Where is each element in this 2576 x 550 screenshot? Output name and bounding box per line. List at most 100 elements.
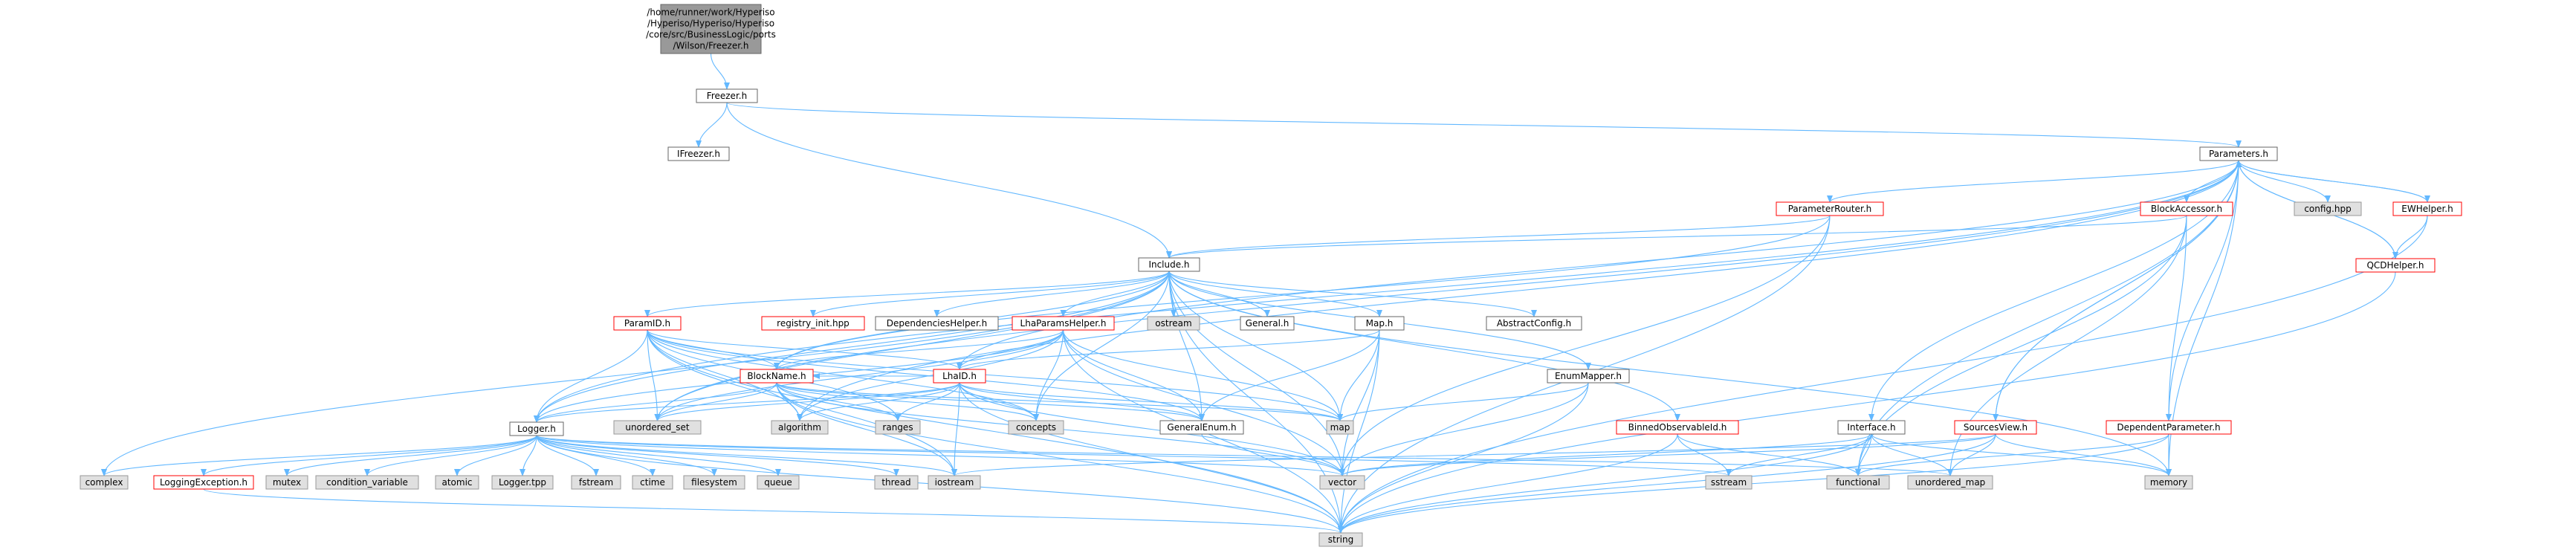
edge-include-to-general — [1168, 271, 1270, 317]
node-root-label: /Hyperiso/Hyperiso/Hyperiso — [647, 19, 774, 29]
edge-logger-to-condition_variable — [364, 435, 537, 476]
edge-include-to-map — [1168, 271, 1343, 421]
node-vector-label: vector — [1328, 477, 1356, 488]
node-loggingexception[interactable]: LoggingException.h — [153, 475, 254, 490]
edge-lhaparamshelper-to-unordered_set — [654, 329, 1064, 421]
edge-interface-to-functional — [1855, 433, 1872, 476]
edge-lhaid-to-algorithm — [797, 382, 960, 421]
edge-paramid-to-lhaid — [647, 329, 962, 370]
node-blockaccessor[interactable]: BlockAccessor.h — [2140, 201, 2233, 216]
node-condition_variable-box — [315, 475, 419, 490]
node-abstractconfig-box — [1486, 316, 1582, 331]
edge-include-to-logger — [534, 271, 1170, 423]
edge-binnedobservableid-to-string — [1338, 433, 1678, 534]
edge-map_h-to-generalenum — [1199, 329, 1380, 421]
node-sourcesview[interactable]: SourcesView.h — [1954, 420, 2037, 435]
node-ewhelper-box — [2392, 201, 2462, 216]
node-ctime-box — [632, 475, 673, 490]
edge-blockname-to-unordered_set — [654, 382, 777, 421]
edge-lhaparamshelper-to-blockname — [774, 329, 1064, 370]
node-freezer-box — [696, 88, 758, 103]
edge-lhaid-to-logger — [534, 382, 960, 423]
node-ifreezer[interactable]: IFreezer.h — [667, 146, 730, 161]
node-dependentparameter[interactable]: DependentParameter.h — [2106, 420, 2232, 435]
node-qcdhelper[interactable]: QCDHelper.h — [2355, 258, 2436, 273]
node-ostream-box — [1147, 316, 1200, 331]
node-loggingexception-box — [153, 475, 254, 490]
node-freezer-label: Freezer.h — [707, 91, 747, 101]
node-dependencieshelper[interactable]: DependenciesHelper.h — [875, 316, 999, 331]
node-registryinit[interactable]: registry_init.hpp — [761, 316, 865, 331]
node-unordered_map-box — [1907, 475, 1993, 490]
node-algorithm-box — [771, 420, 829, 435]
edge-map_h-to-lhaid — [957, 329, 1380, 370]
node-root-label: /home/runner/work/Hyperiso — [647, 7, 774, 18]
node-loggertpp-box — [491, 475, 554, 490]
node-root[interactable]: /home/runner/work/Hyperiso/Hyperiso/Hype… — [646, 4, 776, 54]
node-freezer[interactable]: Freezer.h — [696, 88, 758, 103]
edge-lhaid-to-iostream — [951, 382, 960, 476]
node-qcdhelper-box — [2355, 258, 2436, 273]
edge-logger-to-unordered_map — [536, 435, 1953, 476]
node-unordered_set-box — [613, 420, 702, 435]
node-paramid-label: ParamID.h — [624, 318, 670, 329]
node-map-label: map — [1330, 422, 1350, 433]
node-logger[interactable]: Logger.h — [509, 421, 564, 436]
node-map_h-box — [1354, 316, 1405, 331]
node-confighpp: config.hpp — [2294, 201, 2362, 216]
edge-include-to-string — [1168, 271, 1344, 534]
edge-lhaparamshelper-to-concepts — [1033, 329, 1064, 421]
node-blockaccessor-box — [2140, 201, 2233, 216]
node-abstractconfig[interactable]: AbstractConfig.h — [1486, 316, 1582, 331]
node-lhaparamshelper[interactable]: LhaParamsHelper.h — [1012, 316, 1115, 331]
node-map-box — [1326, 420, 1354, 435]
node-string-box — [1318, 532, 1363, 547]
edge-dependentparameter-to-string — [1338, 433, 2169, 534]
node-include[interactable]: Include.h — [1138, 257, 1200, 272]
edge-sourcesview-to-vector — [1339, 433, 1996, 476]
node-ewhelper[interactable]: EWHelper.h — [2392, 201, 2462, 216]
node-filesystem-box — [683, 475, 745, 490]
node-ranges: ranges — [875, 420, 921, 435]
node-binnedobservableid-label: BinnedObservableId.h — [1628, 422, 1727, 433]
node-ctime-label: ctime — [640, 477, 665, 488]
node-parameters[interactable]: Parameters.h — [2199, 146, 2278, 161]
node-memory: memory — [2144, 475, 2193, 490]
node-interface[interactable]: Interface.h — [1837, 420, 1906, 435]
edge-blockname-to-ranges — [776, 382, 901, 421]
edge-lhaparamshelper-to-algorithm — [797, 329, 1064, 421]
node-map_h[interactable]: Map.h — [1354, 316, 1405, 331]
edge-paramid-to-logger — [534, 329, 648, 423]
node-unordered_set-label: unordered_set — [625, 422, 690, 433]
node-complex-label: complex — [85, 477, 123, 488]
node-generalenum-label: GeneralEnum.h — [1167, 422, 1236, 433]
edge-map_h-to-map — [1337, 329, 1380, 421]
node-registryinit-label: registry_init.hpp — [777, 318, 850, 329]
node-sourcesview-label: SourcesView.h — [1964, 422, 2028, 433]
edge-parameters-to-lhaid — [957, 160, 2239, 370]
node-blockname[interactable]: BlockName.h — [740, 369, 814, 384]
node-root-label: /Wilson/Freezer.h — [673, 41, 749, 51]
node-interface-label: Interface.h — [1847, 422, 1895, 433]
edge-parameters-to-confighpp — [2238, 160, 2331, 203]
node-enummapper[interactable]: EnumMapper.h — [1547, 369, 1630, 384]
edge-ewhelper-to-string — [1338, 215, 2428, 534]
node-general[interactable]: General.h — [1240, 316, 1295, 331]
edge-lhaid-to-string — [959, 382, 1344, 534]
node-ifreezer-box — [667, 146, 730, 161]
edge-logger-to-queue — [536, 435, 781, 476]
node-binnedobservableid[interactable]: BinnedObservableId.h — [1616, 420, 1739, 435]
node-generalenum[interactable]: GeneralEnum.h — [1159, 420, 1244, 435]
edge-parameters-to-interface — [1868, 160, 2239, 421]
edge-paramid-to-map — [647, 329, 1343, 421]
node-mutex-label: mutex — [273, 477, 301, 488]
node-lhaid[interactable]: LhaID.h — [933, 369, 986, 384]
node-unordered_map: unordered_map — [1907, 475, 1993, 490]
node-parameterrouter-label: ParameterRouter.h — [1788, 204, 1872, 214]
node-parameterrouter[interactable]: ParameterRouter.h — [1776, 201, 1884, 216]
node-lhaid-box — [933, 369, 986, 384]
node-paramid[interactable]: ParamID.h — [613, 316, 682, 331]
node-loggertpp: Logger.tpp — [491, 475, 554, 490]
edge-root-to-freezer — [710, 53, 730, 90]
